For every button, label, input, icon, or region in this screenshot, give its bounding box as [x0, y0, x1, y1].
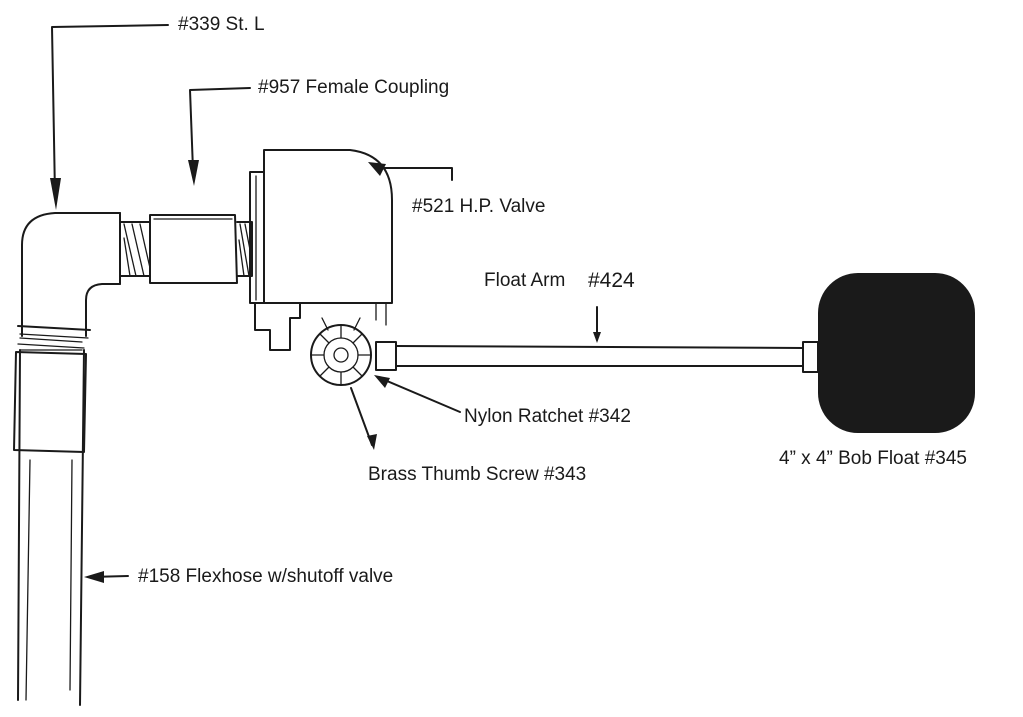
label-brass-thumb-screw: Brass Thumb Screw #343: [368, 464, 586, 485]
leader-street-l: [50, 24, 169, 210]
hp-valve-body: [249, 149, 393, 351]
leader-hp-valve: [368, 162, 453, 181]
leader-brass-thumb-screw: [350, 387, 377, 450]
nylon-ratchet-wheel: [310, 317, 372, 386]
label-street-l: #339 St. L: [178, 14, 265, 35]
elbow-threads: [119, 221, 151, 277]
float-arm-rod: [375, 341, 819, 373]
leader-female-coupling: [188, 87, 251, 186]
label-nylon-ratchet: Nylon Ratchet #342: [464, 406, 631, 427]
leader-flexhose: [84, 571, 129, 583]
label-float-arm: Float Arm: [484, 270, 565, 291]
label-female-coupling: #957 Female Coupling: [258, 77, 449, 98]
label-float-arm-number: #424: [588, 269, 635, 292]
street-l-elbow: [17, 212, 121, 339]
label-bob-float: 4” x 4” Bob Float #345: [779, 448, 967, 469]
label-flexhose: #158 Flexhose w/shutoff valve: [138, 566, 393, 587]
female-coupling: [149, 214, 238, 284]
label-hp-valve: #521 H.P. Valve: [412, 196, 545, 217]
leader-nylon-ratchet: [374, 375, 461, 413]
flexhose: [13, 337, 87, 706]
valve-threads: [236, 221, 253, 277]
bob-float: [818, 273, 975, 433]
leader-float-arm: [593, 306, 601, 343]
